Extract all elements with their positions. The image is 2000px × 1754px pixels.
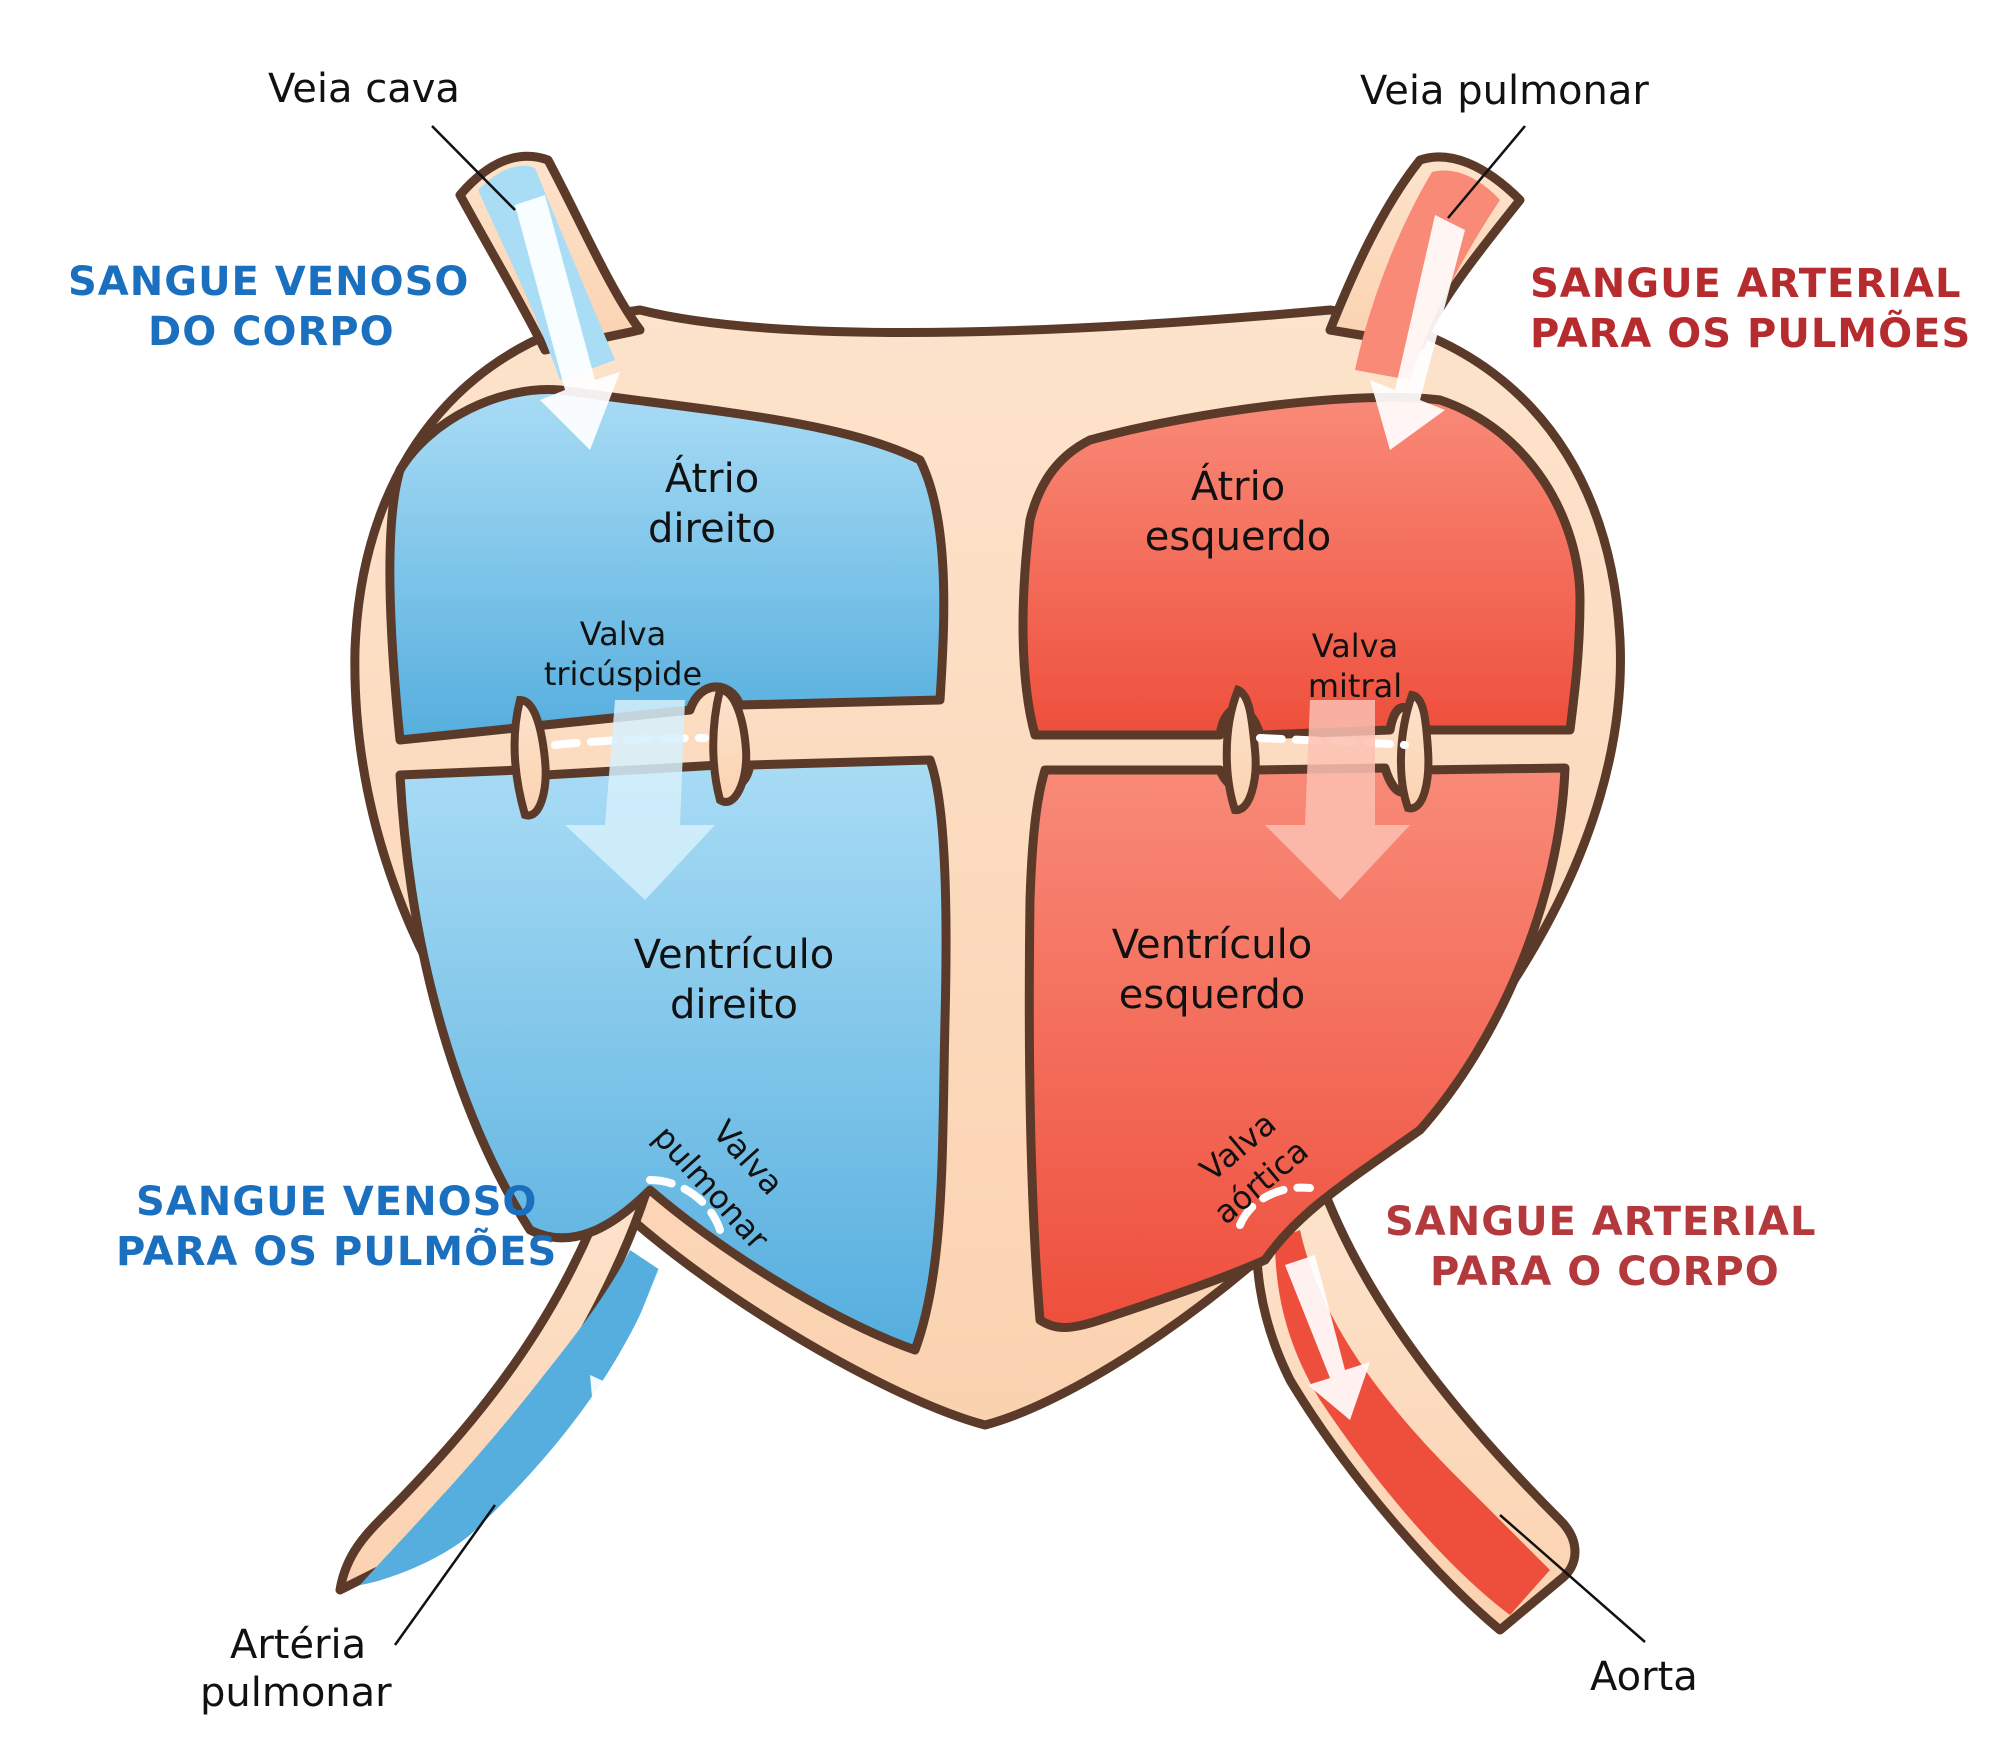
mitral-valve-label-line2: mitral bbox=[1308, 667, 1402, 705]
caption-venous-to-lungs-line1: SANGUE VENOSO bbox=[136, 1179, 537, 1225]
right-ventricle-label-line2: direito bbox=[670, 982, 798, 1028]
right-atrium-label-line2: direito bbox=[648, 506, 776, 552]
pulmonary-artery-label-line1: Artéria bbox=[230, 1622, 366, 1668]
pulmonary-vein-label: Veia pulmonar bbox=[1360, 68, 1649, 114]
caption-arterial-to-lungs-line2: PARA OS PULMÕES bbox=[1530, 309, 1971, 357]
vena-cava-label: Veia cava bbox=[268, 66, 460, 112]
right-atrium-label-line1: Átrio bbox=[665, 454, 759, 502]
mitral-valve-leaflets bbox=[1222, 684, 1433, 814]
left-atrium-chamber bbox=[1018, 392, 1585, 740]
tricuspid-valve-label-line2: tricúspide bbox=[544, 655, 702, 693]
left-atrium-label-line2: esquerdo bbox=[1145, 514, 1331, 560]
caption-arterial-to-lungs-line1: SANGUE ARTERIAL bbox=[1530, 261, 1962, 307]
caption-venous-from-body-line1: SANGUE VENOSO bbox=[68, 259, 469, 305]
aorta-lumen bbox=[1275, 1230, 1550, 1615]
caption-venous-from-body-line2: DO CORPO bbox=[148, 309, 395, 355]
tricuspid-valve-label-line1: Valva bbox=[580, 615, 666, 653]
left-atrium-label-line1: Átrio bbox=[1191, 462, 1285, 510]
leader-lines bbox=[393, 125, 1646, 1646]
pulmonary-artery-label-line2: pulmonar bbox=[200, 1670, 392, 1716]
pulmonary-artery-lumen bbox=[360, 1250, 660, 1585]
left-ventricle-label-line2: esquerdo bbox=[1119, 972, 1305, 1018]
mitral-valve-label-line1: Valva bbox=[1312, 627, 1398, 665]
valve-flow-arrows bbox=[565, 700, 1410, 900]
caption-arterial-to-body-line1: SANGUE ARTERIAL bbox=[1385, 1199, 1817, 1245]
tricuspid-valve-leaflets bbox=[510, 685, 751, 820]
aorta-label: Aorta bbox=[1590, 1654, 1698, 1700]
caption-venous-to-lungs-line2: PARA OS PULMÕES bbox=[116, 1227, 557, 1275]
left-ventricle-label-line1: Ventrículo bbox=[1112, 922, 1312, 968]
flow-arrows bbox=[515, 195, 1465, 1430]
caption-arterial-to-body-line2: PARA O CORPO bbox=[1430, 1249, 1780, 1295]
right-ventricle-label-line1: Ventrículo bbox=[634, 932, 834, 978]
